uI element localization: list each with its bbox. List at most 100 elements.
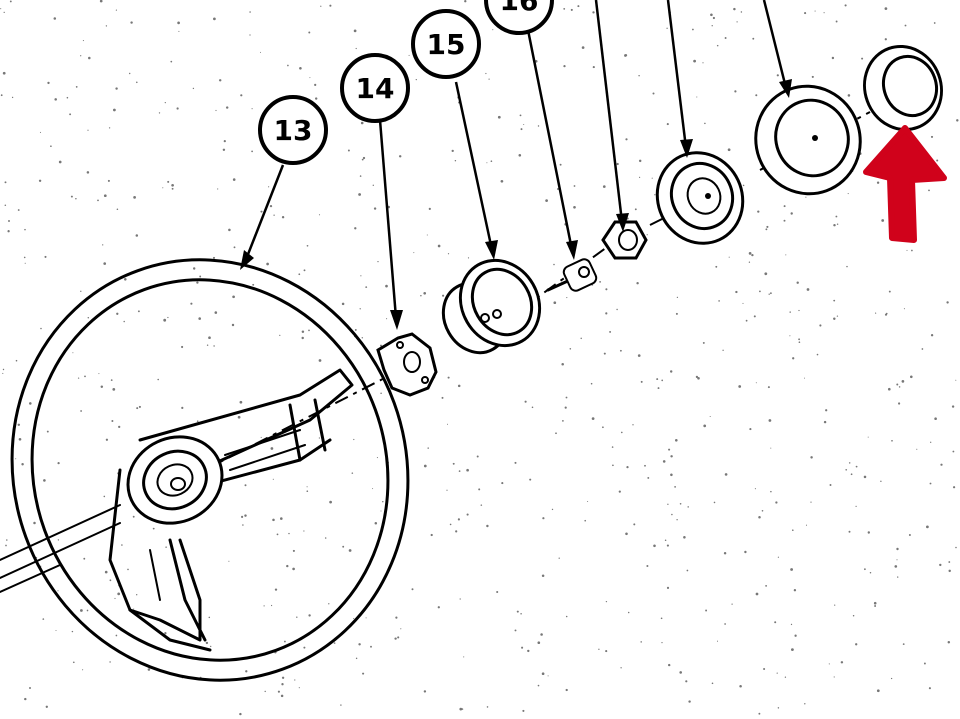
paper-speck	[86, 609, 89, 612]
paper-speck	[17, 423, 21, 427]
paper-speck	[616, 308, 618, 311]
paper-speck	[516, 610, 519, 613]
paper-speck	[833, 299, 836, 302]
paper-speck	[447, 253, 450, 255]
paper-speck	[551, 508, 554, 511]
paper-speck	[768, 419, 772, 422]
paper-speck	[896, 559, 898, 561]
paper-speck	[306, 486, 308, 488]
callout-13: 13	[258, 95, 328, 165]
paper-speck	[542, 517, 545, 520]
paper-speck	[541, 672, 545, 676]
paper-speck	[715, 265, 718, 268]
paper-speck	[467, 257, 470, 259]
paper-speck	[380, 510, 382, 512]
paper-speck	[486, 162, 488, 164]
paper-speck	[736, 21, 738, 23]
paper-speck	[683, 536, 686, 539]
paper-speck	[573, 185, 576, 187]
paper-speck	[452, 462, 455, 465]
paper-speck	[270, 447, 274, 450]
paper-speck	[423, 690, 427, 693]
paper-speck	[804, 377, 805, 379]
paper-speck	[165, 546, 167, 548]
paper-speck	[790, 212, 793, 215]
paper-speck	[199, 275, 202, 278]
paper-speck	[55, 629, 57, 632]
paper-speck	[4, 204, 7, 206]
paper-speck	[458, 470, 461, 472]
paper-speck	[561, 362, 564, 366]
paper-speck	[447, 376, 450, 379]
paper-speck	[459, 598, 461, 600]
paper-speck	[2, 71, 6, 75]
paper-speck	[57, 539, 60, 541]
paper-speck	[845, 468, 848, 471]
paper-speck	[775, 501, 778, 504]
paper-speck	[867, 436, 869, 438]
paper-speck	[75, 198, 77, 200]
paper-speck	[29, 687, 31, 689]
paper-speck	[170, 60, 173, 63]
paper-speck	[796, 281, 799, 284]
paper-speck	[930, 135, 934, 138]
paper-speck	[341, 302, 345, 306]
paper-speck	[825, 409, 828, 412]
paper-speck	[84, 375, 86, 378]
paper-speck	[652, 92, 655, 95]
horn-cover-cup	[655, 151, 745, 245]
paper-speck	[100, 385, 104, 389]
paper-speck	[362, 672, 365, 675]
paper-speck	[794, 634, 797, 637]
paper-speck	[563, 64, 566, 68]
paper-speck	[605, 288, 608, 291]
paper-speck	[881, 219, 885, 222]
paper-speck	[251, 150, 253, 153]
paper-speck	[742, 184, 745, 187]
paper-speck	[553, 301, 557, 305]
paper-speck	[372, 488, 374, 490]
callout-16-label: 16	[500, 0, 539, 17]
paper-speck	[777, 707, 780, 709]
paper-speck	[770, 447, 772, 449]
steering-wheel	[10, 258, 410, 682]
paper-speck	[776, 672, 778, 674]
paper-speck	[675, 312, 678, 315]
paper-speck	[666, 27, 668, 29]
paper-speck	[47, 81, 50, 85]
paper-speck	[485, 72, 487, 75]
paper-speck	[930, 441, 932, 443]
paper-speck	[251, 108, 253, 110]
paper-speck	[670, 455, 673, 458]
paper-speck	[3, 11, 5, 14]
paper-speck	[777, 556, 780, 558]
paper-speck	[569, 348, 572, 350]
paper-speck	[252, 283, 255, 286]
paper-speck	[103, 194, 107, 198]
paper-speck	[87, 317, 90, 319]
paper-speck	[855, 643, 858, 646]
paper-speck	[951, 405, 955, 408]
paper-speck	[603, 352, 606, 355]
paper-speck	[599, 281, 601, 283]
paper-speck	[869, 572, 872, 574]
paper-speck	[490, 160, 493, 163]
paper-speck	[709, 415, 711, 418]
paper-speck	[625, 138, 628, 141]
paper-speck	[360, 121, 364, 125]
paper-speck	[213, 17, 216, 21]
paper-speck	[823, 12, 825, 14]
paper-speck	[602, 185, 606, 188]
paper-speck	[167, 180, 170, 183]
paper-speck	[427, 447, 429, 449]
paper-speck	[359, 175, 362, 177]
paper-speck	[880, 480, 882, 483]
callout-14-label: 14	[356, 72, 395, 105]
paper-speck	[0, 94, 3, 97]
paper-speck	[565, 688, 568, 692]
steering-column	[0, 504, 121, 593]
paper-speck	[609, 330, 612, 333]
paper-speck	[365, 617, 367, 619]
paper-speck	[753, 315, 756, 318]
paper-speck	[555, 432, 557, 435]
